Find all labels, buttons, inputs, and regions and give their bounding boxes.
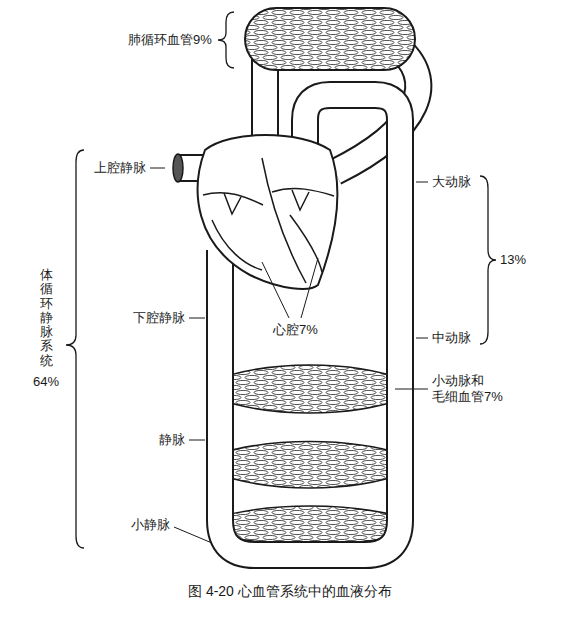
heart-valve [224,193,241,214]
leader-line [189,440,205,441]
vertical-label: 体循环静脉系统 [40,268,53,368]
leader-line [262,262,289,318]
capillary-bed [215,506,405,545]
leader-line [416,338,428,339]
capillary-beds [215,365,405,545]
pulmonary-capillary-bed [245,8,415,70]
percent-label: 64% [33,374,59,390]
leader-line [174,527,212,543]
capillary-bed [215,365,405,413]
leader-line [189,318,205,319]
brace [480,176,496,344]
capillary-bed [215,442,405,489]
figure-caption: 图 4-20 心血管系统中的血液分布 [188,583,392,601]
leader-line [395,389,428,390]
vessel-label: 中动脉 [432,330,471,346]
leader-line [150,168,165,169]
leader-lines [150,168,428,543]
brace [66,150,84,548]
leader-line [416,182,428,183]
region-label: 心腔7% [273,322,318,338]
vessel-label: 小静脉 [131,517,170,533]
heart-chamber-line [290,215,322,272]
heart-valve [292,190,309,210]
vessel-opening [173,154,183,182]
heart-chamber-line [203,193,263,205]
heart [198,135,338,289]
brace [218,12,234,68]
vessel-label: 大动脉 [432,174,471,190]
region-label: 小动脉和 毛细血管7% [432,373,510,406]
heart-septum [262,158,306,283]
heart-chamber-line [212,220,262,270]
percent-label: 13% [500,252,526,268]
heart-chamber-line [272,189,334,196]
vessel-label: 静脉 [159,432,185,448]
region-label: 肺循环血管9% [128,32,212,48]
leader-line [301,258,318,318]
heart-outline [198,135,338,289]
vessel-label: 下腔静脉 [133,310,185,326]
vessel-label: 上腔静脉 [94,160,146,176]
